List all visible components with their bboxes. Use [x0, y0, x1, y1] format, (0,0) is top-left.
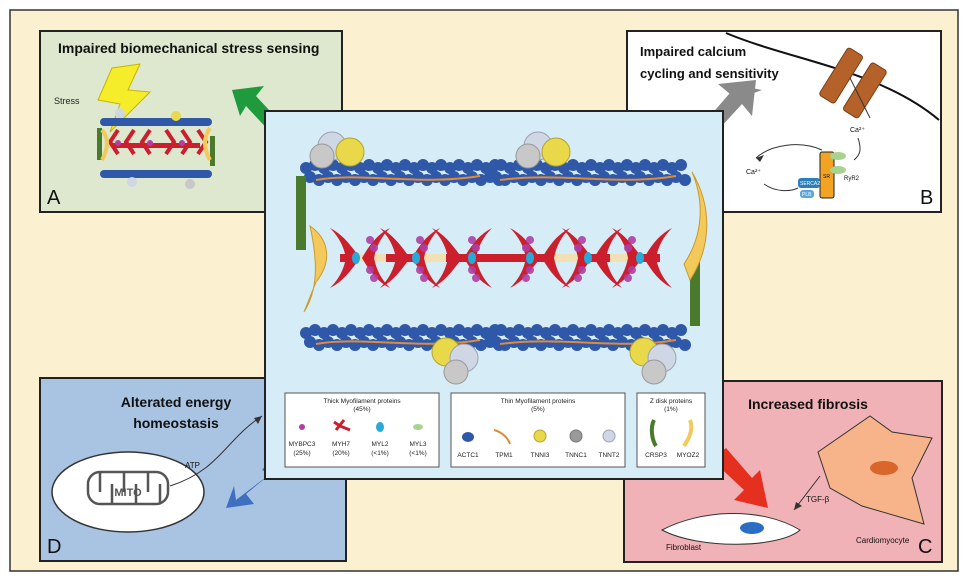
- legend-thin-title: Thin Myofilament proteins: [501, 398, 576, 405]
- fibroblast-icon: [660, 512, 801, 545]
- calcium-channel-icon: [819, 47, 887, 119]
- legend-myl2: MYL2: [372, 441, 389, 448]
- cardiomyocyte-label: Cardiomyocyte: [856, 536, 910, 545]
- legend-myh7: MYH7: [332, 441, 350, 448]
- legend-thick-title: Thick Myofilament proteins: [323, 398, 401, 405]
- panel-d: Alterated energy homeostasis MITO ATP D: [39, 377, 347, 562]
- legend-tnnc1: TNNC1: [565, 452, 587, 459]
- z-disks: [296, 171, 708, 326]
- mitochondrion-icon: [51, 451, 205, 533]
- legend-tnni3: TNNI3: [531, 452, 550, 459]
- ca-label-bottom: Ca²⁺: [746, 169, 761, 176]
- lightning-icon: [97, 63, 152, 133]
- panel-b-title-line1: Impaired calcium: [640, 44, 746, 59]
- legend-myl3-pct: (<1%): [409, 450, 427, 457]
- crsp3-icon: [649, 419, 658, 448]
- atp-label: ATP: [185, 461, 200, 470]
- thick-filament: [330, 228, 672, 288]
- tnnc1-icon: [569, 429, 583, 443]
- tnni3-icon: [533, 429, 547, 443]
- panel-a-title: Impaired biomechanical stress sensing: [58, 40, 319, 56]
- legend-myoz2: MYOZ2: [677, 452, 700, 459]
- legend-actc1: ACTC1: [457, 452, 479, 459]
- troponin-complexes: [309, 131, 677, 385]
- mini-sarcomere: [97, 108, 215, 189]
- myoz2-icon: [682, 419, 694, 448]
- legend-thick-myofilament: Thick Myofilament proteins (45%) MYBPC3 …: [284, 392, 440, 468]
- legend-mybpc3: MYBPC3: [289, 441, 316, 448]
- ca-label-top: Ca²⁺: [850, 127, 865, 134]
- central-sarcomere-panel: Thick Myofilament proteins (45%) MYBPC3 …: [264, 110, 724, 480]
- panel-c-title: Increased fibrosis: [748, 396, 868, 412]
- myl2-icon: [376, 422, 384, 432]
- legend-myl3: MYL3: [410, 441, 427, 448]
- myh7-icon: [333, 419, 351, 432]
- mito-label: MITO: [114, 487, 142, 499]
- legend-thin-myofilament: Thin Myofilament proteins (5%) ACTC1 TPM…: [450, 392, 626, 468]
- panel-d-title-line2: homeostasis: [133, 415, 219, 431]
- legend-mybpc3-pct: (25%): [293, 450, 310, 457]
- arrow-to-panel-c: [712, 448, 768, 508]
- legend-myl2-pct: (<1%): [371, 450, 389, 457]
- legend-thick-pct: (45%): [353, 406, 370, 413]
- legend-thin-pct: (5%): [531, 406, 545, 413]
- serca2-label: SERCA2: [800, 181, 820, 187]
- legend-myh7-pct: (20%): [332, 450, 349, 457]
- legend-tnnt2: TNNT2: [599, 452, 620, 459]
- panel-a-letter: A: [47, 187, 61, 209]
- legend-z-disk: Z disk proteins (1%) CRSP3 MYOZ2: [636, 392, 706, 468]
- stress-label: Stress: [54, 96, 80, 106]
- fibroblast-label: Fibroblast: [666, 543, 702, 552]
- panel-d-title-line1: Alterated energy: [121, 394, 232, 410]
- tgf-label: TGF-β: [806, 495, 830, 504]
- ryr2-label: RyR2: [844, 176, 860, 182]
- legend-zdisk-pct: (1%): [664, 406, 678, 413]
- panel-b-letter: B: [920, 187, 933, 209]
- plb-label: PLB: [802, 192, 812, 198]
- mybpc3-icon: [299, 424, 305, 430]
- panel-b-title-line2: cycling and sensitivity: [640, 66, 779, 81]
- panel-c-letter: C: [918, 536, 932, 558]
- cell-membrane: [725, 32, 940, 121]
- tpm1-icon: [493, 429, 511, 445]
- tnnt2-icon: [602, 429, 616, 443]
- panel-d-letter: D: [47, 536, 61, 558]
- myl3-icon: [413, 424, 423, 430]
- legend-zdisk-title: Z disk proteins: [650, 398, 693, 405]
- legend-crsp3: CRSP3: [645, 452, 667, 459]
- actc1-icon: [462, 432, 474, 442]
- legend-tpm1: TPM1: [495, 452, 513, 459]
- sr-label: SR: [823, 174, 830, 180]
